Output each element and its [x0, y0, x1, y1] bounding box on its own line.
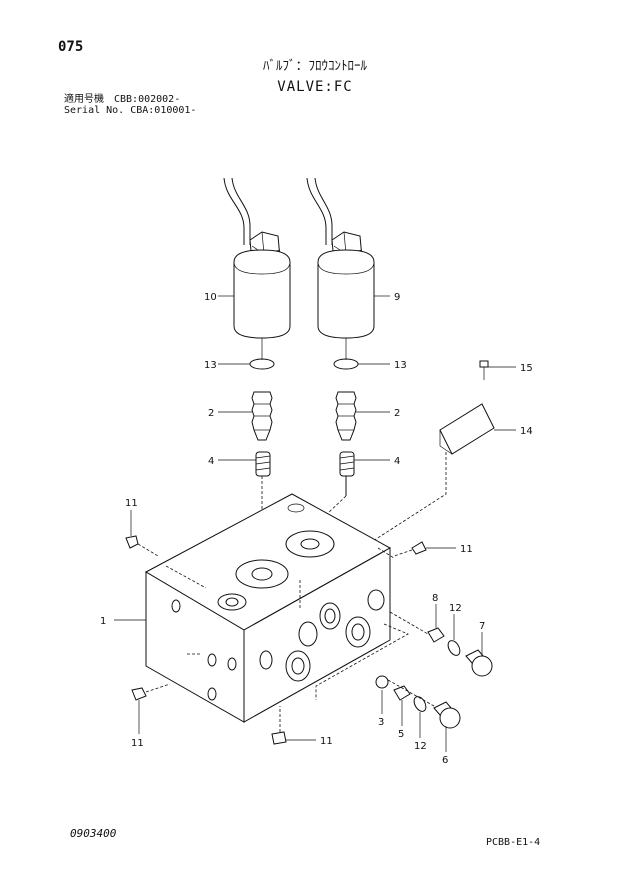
callout-12-lower: 12: [414, 741, 427, 752]
solenoid-left: [223, 177, 291, 360]
callout-8: 8: [432, 593, 438, 604]
callout-11-bottom: 11: [320, 736, 333, 747]
o-ring-12-lower: [413, 696, 427, 738]
callout-13-right: 13: [394, 360, 407, 371]
cartridge-right: [335, 391, 357, 441]
plug-5: [393, 685, 411, 726]
plug-8: [427, 604, 445, 643]
solenoid-right: [306, 177, 375, 360]
title-japanese: ﾊﾞﾙﾌﾞ：ﾌﾛｳｺﾝﾄﾛｰﾙ: [262, 59, 367, 74]
serial-line-1: 適用号機 CBB:002002-: [64, 94, 181, 105]
page-number: 075: [58, 39, 84, 55]
callout-14: 14: [520, 426, 533, 437]
cap-6: [433, 701, 461, 752]
serial-line-2: Serial No. CBA:010001-: [64, 105, 197, 116]
spring-left: [255, 451, 271, 477]
callout-10: 10: [204, 292, 217, 303]
callout-11-top-left: 11: [125, 498, 138, 509]
cap-7: [465, 632, 493, 677]
callout-5: 5: [398, 729, 404, 740]
callout-11-left-bottom: 11: [131, 738, 144, 749]
callout-1: 1: [100, 616, 106, 627]
callout-9: 9: [394, 292, 400, 303]
title-english: VALVE:FC: [277, 79, 353, 95]
footer-left-code: 0903400: [70, 827, 117, 840]
o-ring-right: [333, 358, 359, 370]
footer-right-code: PCBB-E1-4: [486, 837, 541, 848]
spring-right: [339, 451, 355, 477]
callout-6: 6: [442, 755, 448, 766]
bolt-11-top-left: [125, 510, 159, 557]
callout-2-right: 2: [394, 408, 400, 419]
o-ring-12-upper: [447, 614, 461, 656]
callout-13-left: 13: [204, 360, 217, 371]
cartridge-left: [251, 391, 273, 441]
callout-4-right: 4: [394, 456, 400, 467]
bolt-15: [479, 360, 489, 380]
bolt-11-left-bottom: [131, 683, 171, 734]
callout-11-right: 11: [460, 544, 473, 555]
ball-3: [375, 675, 389, 689]
bolt-11-bottom: [271, 706, 316, 745]
callout-4-left: 4: [208, 456, 214, 467]
callout-12-upper: 12: [449, 603, 462, 614]
callout-2-left: 2: [208, 408, 214, 419]
callout-7: 7: [479, 621, 485, 632]
o-ring-left: [249, 358, 275, 370]
valve-block: [144, 493, 409, 723]
bolt-11-right: [393, 541, 456, 557]
bracket: [439, 403, 495, 455]
callout-3: 3: [378, 717, 384, 728]
callout-15: 15: [520, 363, 533, 374]
